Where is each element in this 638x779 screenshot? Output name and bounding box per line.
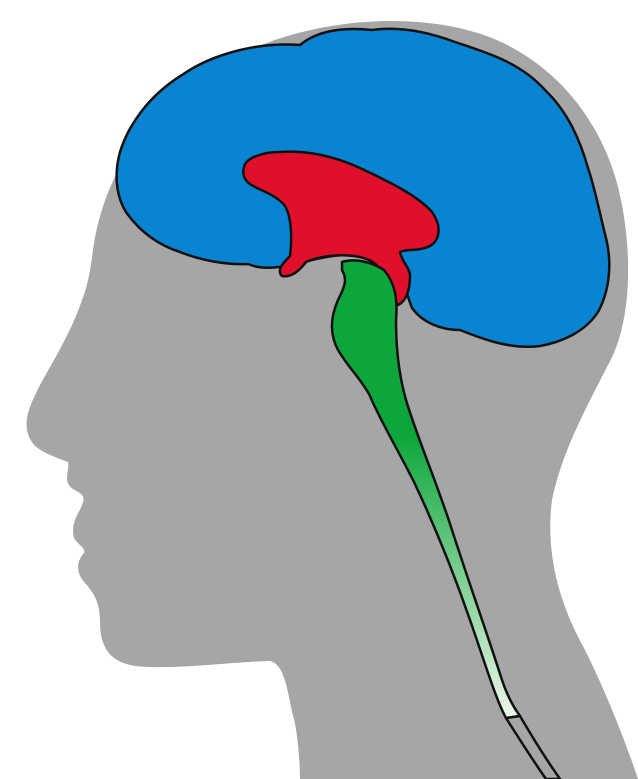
brain-diagram xyxy=(0,0,638,779)
